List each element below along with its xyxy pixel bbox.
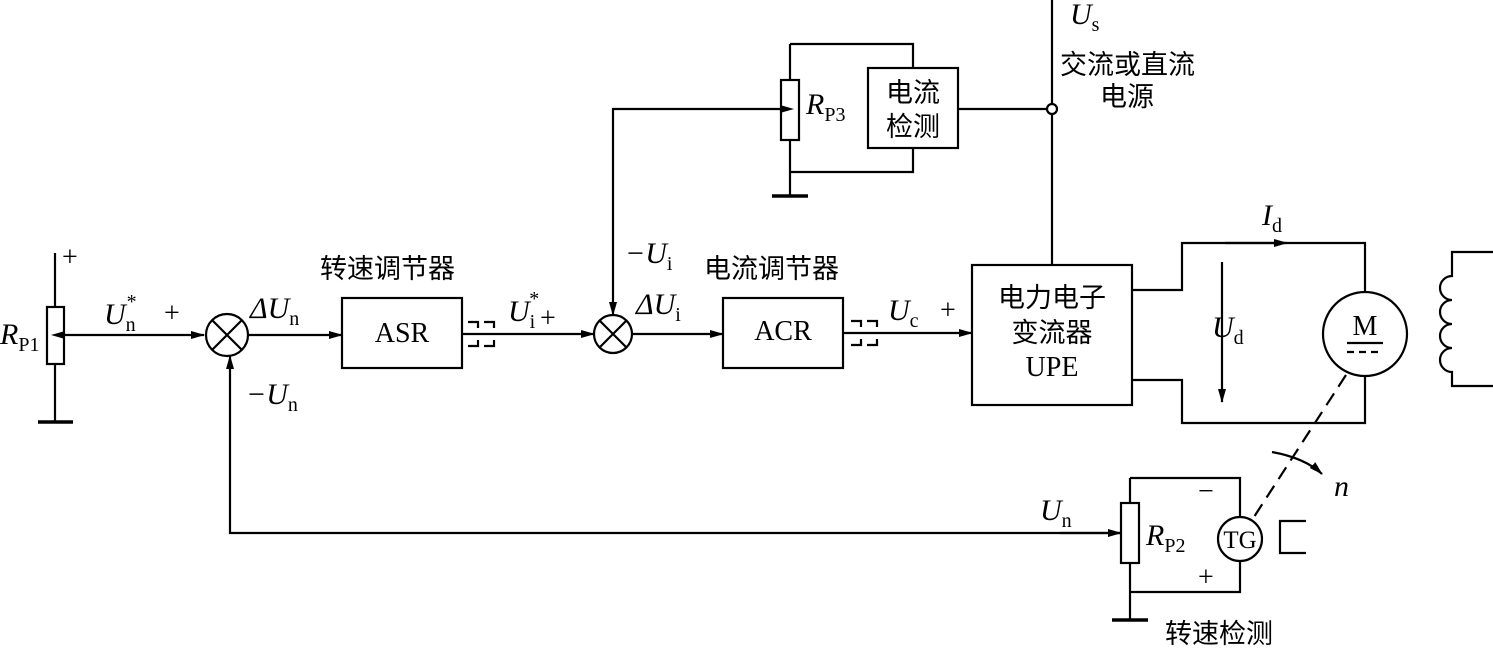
speed-feedback-line — [226, 355, 1121, 535]
speed-reference-label: Un* — [104, 291, 137, 336]
sum2-plus-sign: + — [540, 303, 556, 334]
armature-top-wire — [1132, 241, 1367, 295]
field-winding-icon — [1438, 250, 1493, 388]
upe-block — [970, 263, 1134, 407]
tacho-minus-sign: − — [1198, 476, 1214, 507]
upe-label-line2: 变流器 — [1012, 318, 1093, 349]
power-source-label-line1: 交流或直流 — [1060, 50, 1195, 81]
speed-arrow — [1271, 450, 1323, 475]
asr-limiter-symbol — [468, 320, 496, 348]
upe-label-line3: UPE — [1026, 352, 1079, 383]
upe-label-line1: 电力电子 — [998, 283, 1106, 314]
tacho-bracket-icon — [1278, 519, 1306, 555]
speed-regulator-title: 转速调节器 — [320, 254, 455, 285]
upe-plus-sign: + — [940, 295, 956, 326]
current-feedback-line — [609, 105, 794, 316]
sum1-plus-sign: + — [164, 298, 180, 329]
motor-symbol — [1321, 290, 1409, 378]
control-voltage-label: Uc — [888, 294, 919, 332]
asr-label: ASR — [375, 318, 430, 349]
speed-label: n — [1334, 470, 1349, 503]
current-reference-label: Ui* — [508, 288, 539, 333]
current-error-label: ΔUi — [635, 288, 681, 326]
rp1-plus-sign: + — [62, 242, 78, 273]
speed-error-label: ΔUn — [249, 292, 299, 330]
motor-label: M — [1353, 311, 1378, 342]
rp3-label: RP3 — [805, 88, 845, 126]
speed-feedback-tap-label: Un — [1040, 494, 1072, 532]
speed-summing-junction — [204, 312, 250, 358]
acr-label: ACR — [754, 316, 812, 347]
speed-detect-title: 转速检测 — [1165, 619, 1273, 648]
source-voltage-label: Us — [1070, 0, 1100, 36]
current-detect-block — [866, 66, 960, 150]
mechanical-coupling-line — [1251, 374, 1347, 521]
rp1-label: RP1 — [0, 318, 39, 356]
source-junction-dot — [1045, 102, 1059, 116]
acr-limiter-symbol — [851, 319, 879, 347]
rp2-label: RP2 — [1145, 519, 1185, 557]
armature-bottom-wire — [1132, 373, 1367, 425]
tacho-plus-sign: + — [1198, 562, 1214, 593]
rp1-potentiometer — [38, 253, 73, 424]
armature-current-label: Id — [1261, 199, 1282, 237]
current-regulator-title: 电流调节器 — [704, 254, 839, 285]
current-detect-label-line2: 检测 — [886, 112, 940, 143]
current-summing-junction — [592, 313, 634, 355]
current-feedback-label: −Ui — [625, 237, 673, 275]
tachogenerator-symbol — [1216, 515, 1264, 563]
tachogenerator-label: TG — [1223, 527, 1256, 554]
rp2-potentiometer-circuit — [1112, 476, 1242, 622]
armature-voltage-label: Ud — [1212, 311, 1244, 349]
power-source-label-line2: 电源 — [1100, 82, 1154, 113]
speed-feedback-label: −Un — [246, 378, 298, 416]
current-detect-label-line1: 电流 — [886, 78, 940, 109]
